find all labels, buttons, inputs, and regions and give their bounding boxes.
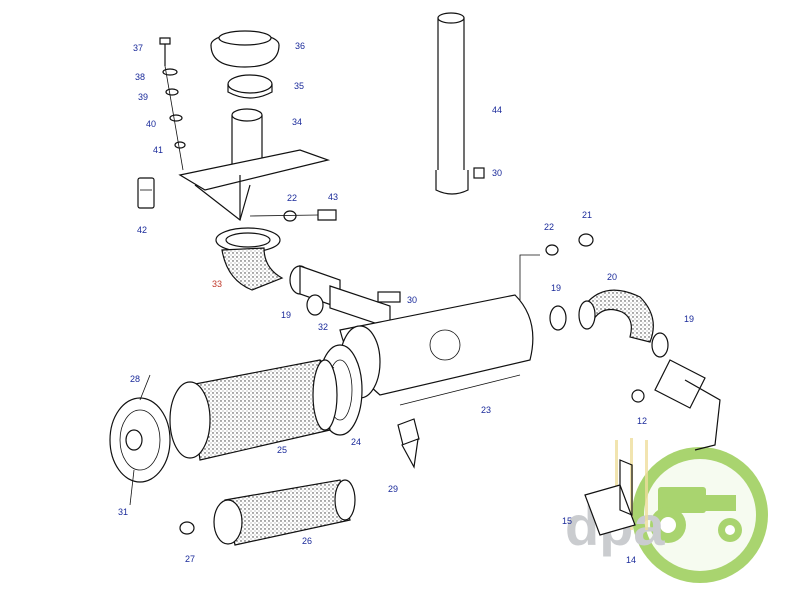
label-12: 12 xyxy=(637,416,647,426)
label-36: 36 xyxy=(295,41,305,51)
nozzle-29 xyxy=(397,418,420,469)
filter-26 xyxy=(213,479,356,546)
nuts-21-22 xyxy=(545,233,594,256)
label-15: 15 xyxy=(562,516,572,526)
bolt-stack xyxy=(159,37,186,171)
mount-bracket xyxy=(178,149,331,222)
label-39: 39 xyxy=(138,92,148,102)
nut-bolt-22-43 xyxy=(249,209,337,222)
label-22: 22 xyxy=(544,222,554,232)
label-29: 29 xyxy=(388,484,398,494)
label-28: 28 xyxy=(130,374,140,384)
label-41: 41 xyxy=(153,145,163,155)
label-19: 19 xyxy=(684,314,694,324)
label-20: 20 xyxy=(607,272,617,282)
label-19: 19 xyxy=(281,310,291,320)
clip-42 xyxy=(137,177,155,209)
ring-19 xyxy=(549,305,669,358)
label-43: 43 xyxy=(328,192,338,202)
label-40: 40 xyxy=(146,119,156,129)
label-44: 44 xyxy=(492,105,502,115)
bracket-14-15 xyxy=(584,459,636,536)
filter-25 xyxy=(169,359,338,461)
label-27: 27 xyxy=(185,554,195,564)
elbow-20 xyxy=(578,289,654,343)
label-14: 14 xyxy=(626,555,636,565)
label-21: 21 xyxy=(582,210,592,220)
label-34: 34 xyxy=(292,117,302,127)
label-35: 35 xyxy=(294,81,304,91)
elbow-33 xyxy=(215,227,284,291)
label-32: 32 xyxy=(318,322,328,332)
label-38: 38 xyxy=(135,72,145,82)
ring-35 xyxy=(227,74,273,99)
leader-lines xyxy=(129,374,151,506)
label-42: 42 xyxy=(137,225,147,235)
label-26: 26 xyxy=(302,536,312,546)
label-24: 24 xyxy=(351,437,361,447)
watermark-logo: dpa xyxy=(565,438,768,583)
label-23: 23 xyxy=(481,405,491,415)
label-30: 30 xyxy=(407,295,417,305)
label-37: 37 xyxy=(133,43,143,53)
housing-23 xyxy=(339,254,540,406)
label-31: 31 xyxy=(118,507,128,517)
outlet-pipe xyxy=(631,359,721,451)
endcap-28-31 xyxy=(109,397,171,483)
hose-19-32 xyxy=(289,265,401,329)
label-30: 30 xyxy=(492,168,502,178)
part-number-labels: 37 38 39 40 41 42 36 35 34 22 43 44 30 2… xyxy=(118,41,694,565)
label-25: 25 xyxy=(277,445,287,455)
label-33: 33 xyxy=(212,279,222,289)
label-19: 19 xyxy=(551,283,561,293)
label-22: 22 xyxy=(287,193,297,203)
pipe-44 xyxy=(435,12,485,195)
cap-36 xyxy=(210,30,280,68)
nut-27 xyxy=(179,521,195,535)
